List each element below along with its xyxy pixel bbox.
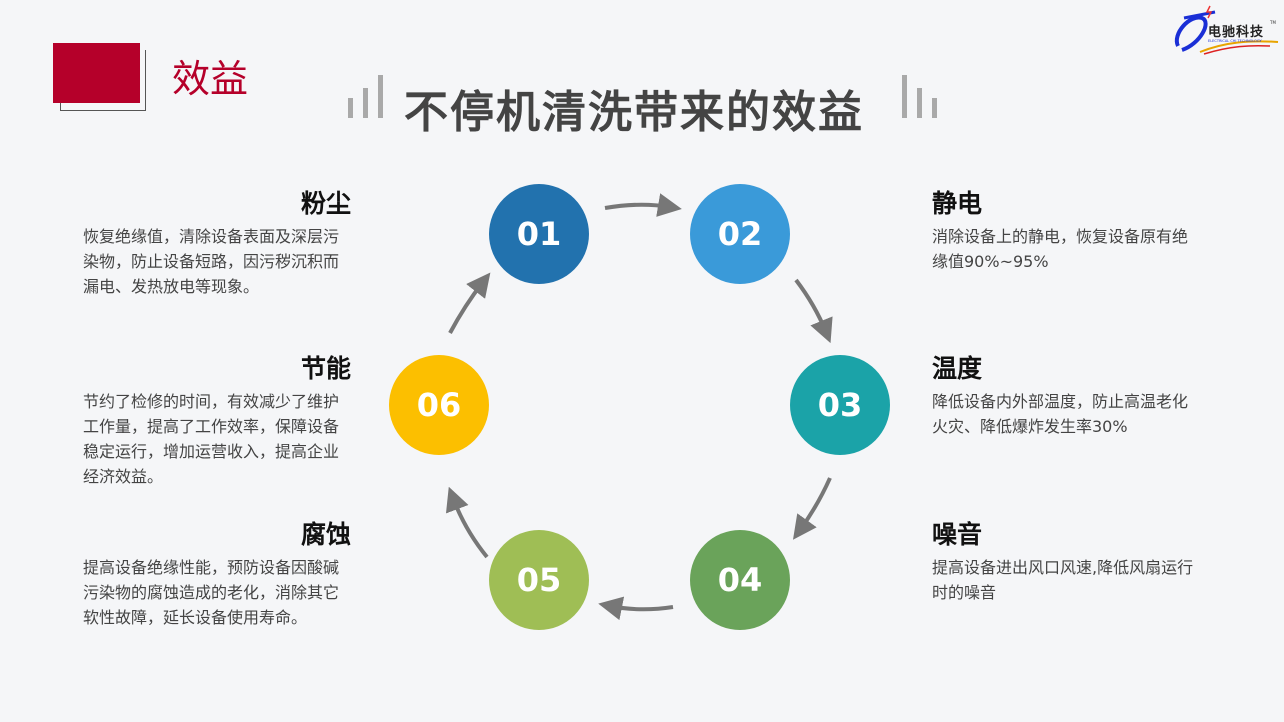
benefit-heading: 噪音: [932, 520, 983, 549]
benefit-dust: 粉尘 恢复绝缘值，清除设备表面及深层污染物，防止设备短路，因污秽沉积而漏电、发热…: [83, 184, 353, 299]
section-marker: [53, 43, 140, 103]
step-circle-05: 05: [489, 530, 589, 630]
benefit-text: 节约了检修的时间，有效减少了维护工作量，提高了工作效率，保障设备稳定运行，增加运…: [83, 392, 340, 486]
step-circle-03: 03: [790, 355, 890, 455]
benefit-heading: 静电: [932, 189, 983, 218]
title-decoration-bar: [917, 88, 922, 118]
step-circle-06: 06: [389, 355, 489, 455]
benefit-corrosion: 腐蚀 提高设备绝缘性能，预防设备因酸碱污染物的腐蚀造成的老化，消除其它软性故障，…: [83, 515, 353, 630]
svg-text:TM: TM: [1269, 20, 1276, 25]
benefit-heading: 温度: [932, 354, 983, 383]
step-circle-02: 02: [690, 184, 790, 284]
title-decoration-bar: [378, 75, 383, 118]
arrow-04-05: [598, 596, 674, 621]
section-label: 效益: [172, 57, 249, 101]
benefit-heading: 节能: [300, 354, 351, 383]
arrow-03-04: [792, 477, 832, 540]
benefit-static: 静电 消除设备上的静电，恢复设备原有绝缘值90%~95%: [932, 184, 1202, 274]
company-logo: 电驰科技 ELECTRICAL CHI TECHNOLOGY TM: [1170, 4, 1280, 56]
benefit-text: 恢复绝缘值，清除设备表面及深层污染物，防止设备短路，因污秽沉积而漏电、发热放电等…: [83, 227, 340, 296]
svg-text:电驰科技: 电驰科技: [1208, 24, 1264, 40]
benefit-text: 降低设备内外部温度，防止高温老化火灾、降低爆炸发生率30%: [932, 392, 1189, 436]
title-decoration-bar: [363, 88, 368, 118]
benefit-energy: 节能 节约了检修的时间，有效减少了维护工作量，提高了工作效率，保障设备稳定运行，…: [83, 349, 353, 489]
benefit-heading: 粉尘: [300, 189, 351, 218]
title-decoration-bar: [902, 75, 907, 118]
section-marker-shadow: [60, 50, 146, 111]
benefit-heading: 腐蚀: [300, 520, 351, 549]
title-decoration-bar: [932, 98, 937, 118]
title-decoration-bar: [348, 98, 353, 118]
arrow-05-06: [445, 486, 489, 559]
step-circle-04: 04: [690, 530, 790, 630]
benefit-temperature: 温度 降低设备内外部温度，防止高温老化火灾、降低爆炸发生率30%: [932, 349, 1202, 439]
arrow-06-01: [448, 272, 491, 334]
benefit-text: 提高设备进出风口风速,降低风扇运行时的噪音: [932, 558, 1194, 602]
benefit-noise: 噪音 提高设备进出风口风速,降低风扇运行时的噪音: [932, 515, 1202, 605]
page-title: 不停机清洗带来的效益: [404, 87, 864, 138]
arrow-01-02: [604, 193, 682, 217]
step-circle-01: 01: [489, 184, 589, 284]
svg-text:ELECTRICAL CHI TECHNOLOGY: ELECTRICAL CHI TECHNOLOGY: [1208, 39, 1262, 43]
benefit-text: 消除设备上的静电，恢复设备原有绝缘值90%~95%: [932, 227, 1189, 271]
arrow-02-03: [794, 278, 833, 344]
benefit-text: 提高设备绝缘性能，预防设备因酸碱污染物的腐蚀造成的老化，消除其它软性故障，延长设…: [83, 558, 340, 627]
